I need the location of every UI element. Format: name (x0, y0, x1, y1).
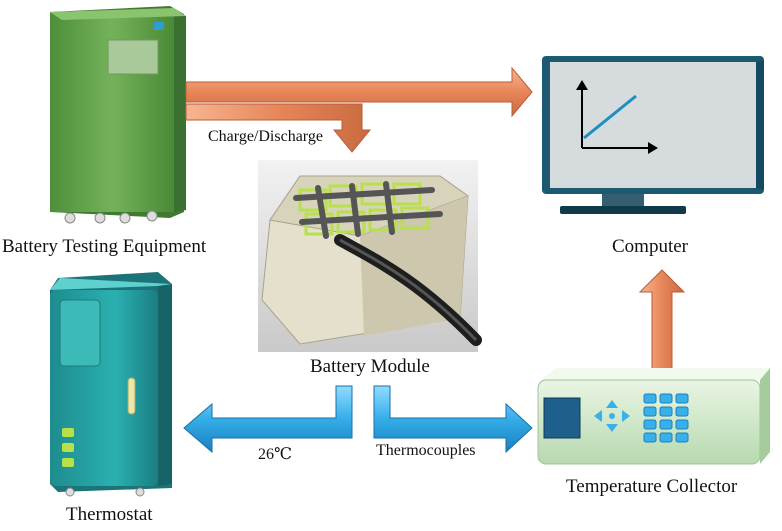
battery-module-photo (258, 160, 482, 352)
arrow-thermocouples (373, 385, 533, 454)
arrow-charge-discharge (185, 103, 372, 153)
thermostat-label: Thermostat (66, 504, 153, 525)
arrow-battery-to-thermostat (183, 385, 353, 454)
battery-tester-cabinet-icon (50, 6, 186, 224)
chart-axes-icon (576, 80, 658, 154)
monitor-with-chart-icon (542, 56, 764, 214)
thermostat-cabinet-icon (50, 272, 172, 497)
arrow-equipment-to-computer (185, 66, 533, 118)
battery-testing-equipment-label: Battery Testing Equipment (2, 236, 207, 257)
temperature-collector-icon (537, 368, 770, 465)
arrow-collector-to-computer (638, 269, 686, 371)
charge-discharge-label: Charge/Discharge (208, 128, 323, 145)
temperature-collector-label: Temperature Collector (566, 476, 738, 497)
battery-module-label: Battery Module (310, 356, 430, 377)
computer-label: Computer (612, 236, 688, 257)
thermocouples-label: Thermocouples (376, 442, 476, 459)
temperature-setpoint-label: 26℃ (258, 446, 292, 463)
